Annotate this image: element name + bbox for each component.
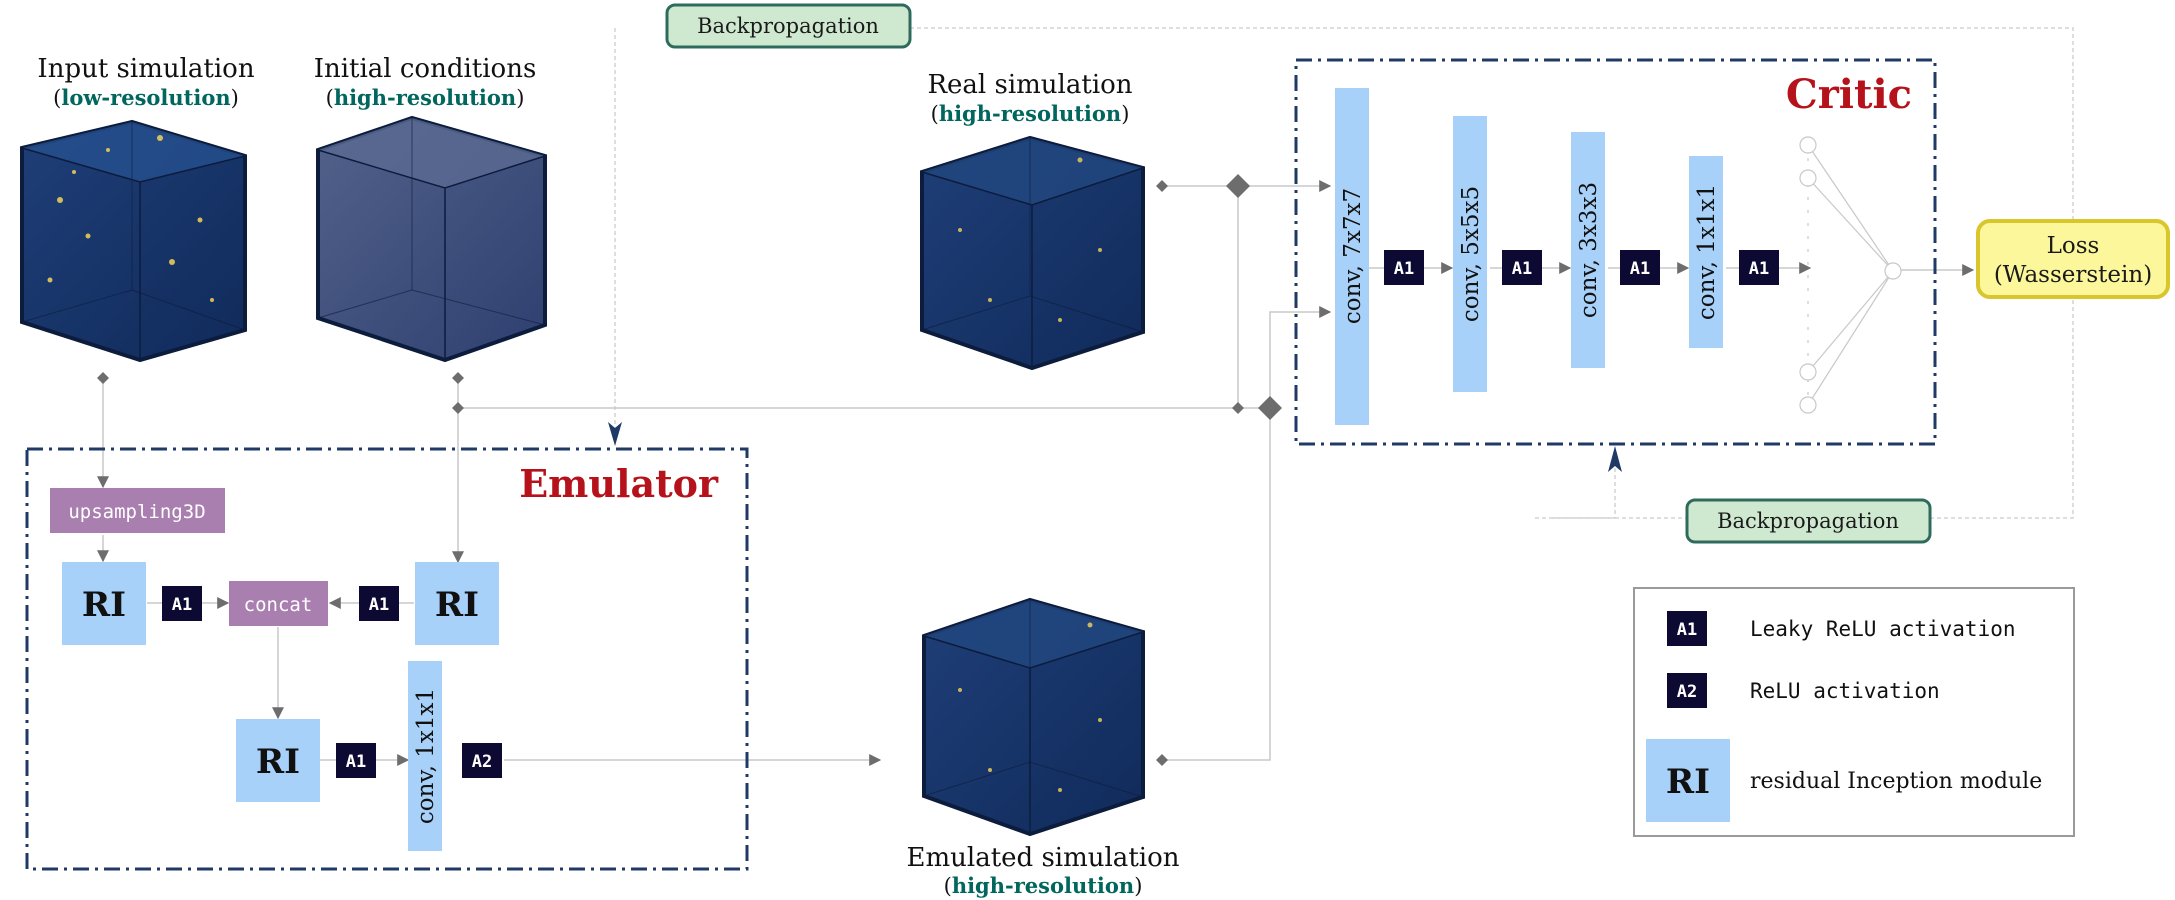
critic-conv-1x1x1-label: conv, 1x1x1	[1694, 184, 1720, 320]
loss-box: Loss (Wasserstein)	[1976, 219, 2170, 299]
legend-a2-badge-label: A2	[1677, 682, 1697, 702]
diamond-icon	[97, 372, 109, 384]
critic-a1-badge-3	[1620, 250, 1660, 285]
loss-line2: (Wasserstein)	[1994, 262, 2152, 288]
ri-node-left-label: RI	[82, 585, 126, 625]
backprop-bottom-box: Backpropagation	[1685, 498, 1932, 544]
ri-node-right-label: RI	[435, 585, 479, 625]
a1-badge-right	[359, 586, 399, 621]
ri-node-right	[415, 562, 499, 645]
critic-a1-badge-4	[1739, 250, 1779, 285]
legend-a2-text: ReLU activation	[1750, 679, 1940, 703]
critic-conv-7x7x7	[1335, 88, 1369, 425]
critic-conv-3x3x3	[1571, 132, 1605, 368]
diamond-icon	[452, 402, 464, 414]
a1-badge-right-label: A1	[369, 595, 389, 615]
diamond-icon	[1156, 180, 1168, 192]
legend-a1-badge-label: A1	[1677, 620, 1697, 640]
emulated-simulation-resolution: (high-resolution)	[944, 873, 1143, 898]
input-simulation-resolution: (low-resolution)	[53, 85, 239, 110]
backprop-arrow-critic	[1608, 446, 1622, 472]
concat-label: concat	[244, 594, 313, 616]
critic-conv-3x3x3-label: conv, 3x3x3	[1576, 182, 1602, 318]
critic-title: Critic	[1786, 71, 1912, 118]
ri-node-bottom-label: RI	[256, 742, 300, 782]
initial-conditions-cube	[316, 115, 547, 363]
critic-a1-badge-1-label: A1	[1394, 259, 1414, 279]
real-simulation-cube	[920, 135, 1145, 371]
critic-a1-badge-2-label: A1	[1512, 259, 1532, 279]
upsampling3d-label: upsampling3D	[68, 501, 205, 523]
emulator-title: Emulator	[519, 461, 719, 506]
critic-conv-5x5x5	[1453, 116, 1487, 392]
legend-a1-text: Leaky ReLU activation	[1750, 617, 2016, 641]
a1-badge-bottom	[336, 743, 376, 778]
ri-node-left	[62, 562, 146, 645]
a1-badge-left-label: A1	[172, 595, 192, 615]
a1-badge-bottom-label: A1	[346, 752, 366, 772]
backprop-top-box: Backpropagation	[665, 3, 912, 49]
critic-conv-5x5x5-label: conv, 5x5x5	[1458, 186, 1484, 322]
legend-a2-badge	[1667, 673, 1707, 708]
junction-diamonds	[97, 174, 1282, 766]
backprop-bottom-label: Backpropagation	[1717, 509, 1899, 533]
critic-a1-badge-4-label: A1	[1749, 259, 1769, 279]
legend-a1-badge	[1667, 611, 1707, 646]
arrow-emulated-to-critic	[1162, 306, 1332, 761]
input-simulation-title: Input simulation	[37, 54, 254, 84]
legend-ri-badge	[1646, 739, 1730, 822]
real-simulation-resolution: (high-resolution)	[931, 101, 1130, 126]
emulated-simulation-title: Emulated simulation	[907, 843, 1180, 873]
initial-conditions-title: Initial conditions	[314, 54, 537, 84]
legend: A1 Leaky ReLU activation A2 ReLU activat…	[1633, 587, 2075, 837]
emulated-simulation-cube	[922, 597, 1145, 837]
backprop-top-label: Backpropagation	[697, 14, 879, 38]
dense-layer-icon	[1799, 136, 1902, 414]
diamond-icon	[1258, 396, 1282, 420]
backprop-arrow-emulator	[608, 422, 622, 446]
emulator-block: Emulator upsampling3D RI A1 concat A1 RI…	[25, 447, 749, 871]
legend-ri-badge-label: RI	[1666, 762, 1710, 802]
initial-conditions-resolution: (high-resolution)	[326, 85, 525, 110]
diamond-icon	[1226, 174, 1250, 198]
a2-badge-emulator-label: A2	[472, 752, 492, 772]
critic-conv-7x7x7-label: conv, 7x7x7	[1340, 188, 1366, 324]
loss-line1: Loss	[2047, 233, 2100, 259]
backprop-bottom-up	[1535, 450, 1616, 519]
legend-ri-text: residual Inception module	[1750, 769, 2042, 794]
diamond-icon	[1232, 402, 1244, 414]
concat-node	[229, 581, 328, 626]
input-simulation-cube	[20, 119, 247, 363]
critic-a1-badge-3-label: A1	[1630, 259, 1650, 279]
critic-a1-badge-2	[1502, 250, 1542, 285]
diamond-icon	[452, 372, 464, 384]
critic-a1-badge-1	[1384, 250, 1424, 285]
upsampling3d-node	[50, 488, 225, 533]
real-simulation-title: Real simulation	[927, 70, 1132, 100]
a1-badge-left	[162, 586, 202, 621]
a2-badge-emulator	[462, 743, 502, 778]
critic-block: Critic conv, 7x7x7 A1 conv, 5x5x5 A1 con…	[1294, 58, 1937, 446]
critic-conv-1x1x1	[1689, 156, 1723, 348]
diamond-icon	[1156, 754, 1168, 766]
emulator-conv-1x1x1	[408, 661, 442, 851]
ri-node-bottom	[236, 719, 320, 802]
emulator-conv-label: conv, 1x1x1	[413, 688, 439, 824]
